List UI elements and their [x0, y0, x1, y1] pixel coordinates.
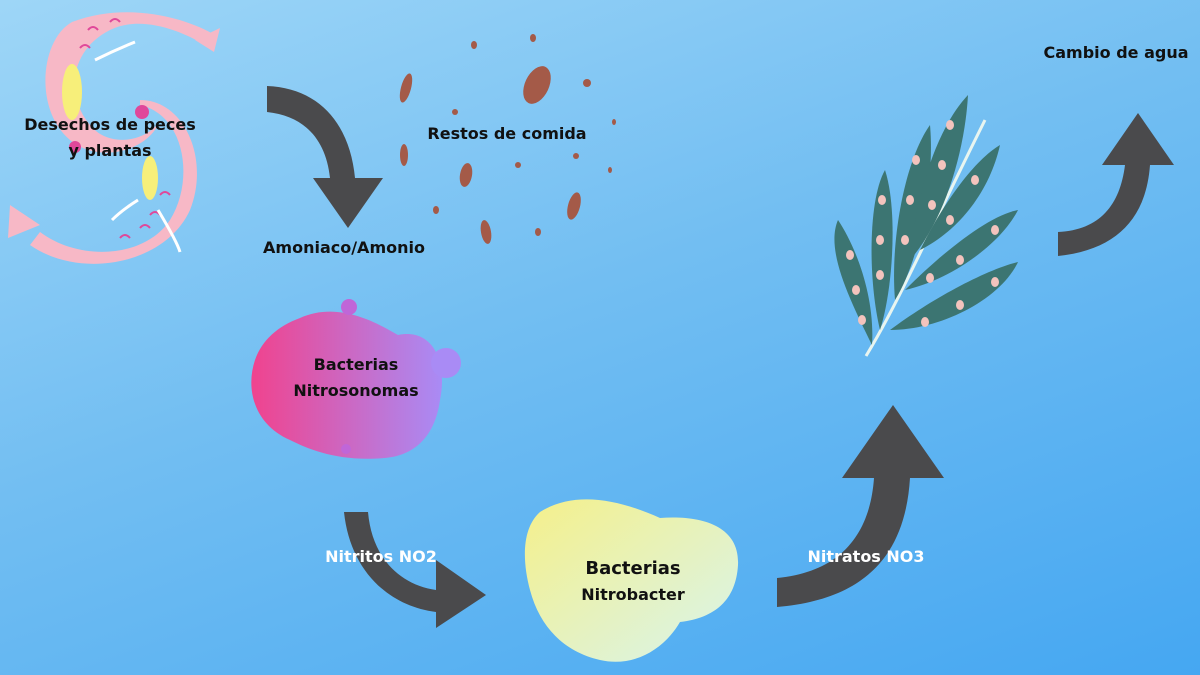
label-nitrobacter-line1: Bacterias: [585, 558, 681, 579]
plant-dot: [926, 273, 934, 283]
plant-leaf: [905, 210, 1018, 290]
plant-dot: [878, 195, 886, 205]
food-piece: [433, 206, 439, 214]
label-nitrobacter-line2: Nitrobacter: [581, 585, 685, 604]
fish-eye-upper: [135, 105, 149, 119]
plant-dot: [921, 317, 929, 327]
food-piece: [583, 79, 591, 87]
label-food: Restos de comida: [427, 124, 587, 143]
label-nitrates: Nitratos NO3: [807, 547, 925, 566]
plant-dot: [946, 215, 954, 225]
plant-leaf: [834, 220, 873, 345]
blob-bubble: [431, 348, 461, 378]
food-piece: [452, 109, 458, 115]
food-piece: [608, 167, 612, 173]
arrow-to-plant: [777, 405, 944, 607]
plant-dot: [956, 300, 964, 310]
label-waste: Desechos de peces y plantas: [22, 112, 198, 164]
plant-leaf: [890, 262, 1018, 330]
fish-eye-lower: [69, 141, 81, 153]
plant-illustration: [834, 95, 1018, 357]
food-piece: [480, 220, 492, 244]
plant-stem: [864, 119, 987, 357]
plant-dot: [876, 270, 884, 280]
plant-dot: [858, 315, 866, 325]
food-piece: [612, 119, 616, 125]
fish-upper-tail: [195, 28, 220, 52]
plant-dot: [928, 200, 936, 210]
plant-dot: [846, 250, 854, 260]
plant-leaf: [910, 95, 968, 260]
plant-dot: [946, 120, 954, 130]
plant-dot: [852, 285, 860, 295]
plant-dot: [991, 225, 999, 235]
blob-pink-purple: [251, 311, 443, 459]
arrow-to-water-change: [1058, 113, 1174, 256]
fish-scale-marks: [79, 18, 171, 239]
arrow-to-nitrobacter: [344, 512, 486, 628]
label-ammonia: Amoniaco/Amonio: [263, 238, 425, 257]
fish-belly-lower: [142, 156, 158, 200]
label-nitrosonomas: Bacterias Nitrosonomas: [286, 352, 426, 404]
blob-bubble: [341, 444, 351, 454]
food-piece: [515, 162, 521, 168]
fish-illustration: [8, 12, 220, 264]
plant-dot: [906, 195, 914, 205]
label-waste-line1: Desechos de peces: [24, 115, 196, 134]
fish-upper-body: [45, 12, 215, 153]
label-nitrites: Nitritos NO2: [325, 547, 437, 566]
nitrosonomas-blob: [251, 299, 461, 459]
nitrobacter-blob: [524, 499, 739, 662]
plant-leaf: [920, 145, 1000, 250]
food-piece: [459, 163, 473, 187]
label-nitrosonomas-line2: Nitrosonomas: [293, 381, 419, 400]
food-piece: [523, 66, 551, 104]
label-nitrobacter: Bacterias Nitrobacter: [570, 556, 696, 608]
food-piece: [567, 192, 581, 220]
blob-yellow-mint: [524, 499, 739, 662]
fish-lower-body: [30, 100, 197, 264]
food-piece: [399, 73, 413, 103]
plant-dot: [971, 175, 979, 185]
fish-fin-3: [110, 198, 139, 222]
plant-dot: [938, 160, 946, 170]
fish-fin-2: [156, 209, 182, 253]
food-piece: [400, 144, 408, 166]
plant-dot: [956, 255, 964, 265]
plant-leaf: [871, 170, 893, 330]
label-water-change: Cambio de agua: [1043, 43, 1189, 62]
label-nitrosonomas-line1: Bacterias: [313, 355, 399, 374]
label-waste-line2: y plantas: [68, 141, 152, 160]
plant-leaf: [894, 125, 931, 300]
plant-dot: [901, 235, 909, 245]
arrow-to-ammonia: [267, 86, 383, 228]
food-piece: [530, 34, 536, 42]
food-piece: [573, 153, 579, 159]
plant-dot: [991, 277, 999, 287]
plant-dot: [912, 155, 920, 165]
food-piece: [471, 41, 477, 49]
food-piece: [535, 228, 541, 236]
fish-lower-tail: [8, 205, 40, 238]
plant-dot: [876, 235, 884, 245]
fish-belly-upper: [62, 64, 82, 120]
arrows: [267, 86, 1174, 628]
food-particles: [399, 34, 616, 244]
fish-fin-1: [94, 40, 136, 62]
blob-bubble: [341, 299, 357, 315]
